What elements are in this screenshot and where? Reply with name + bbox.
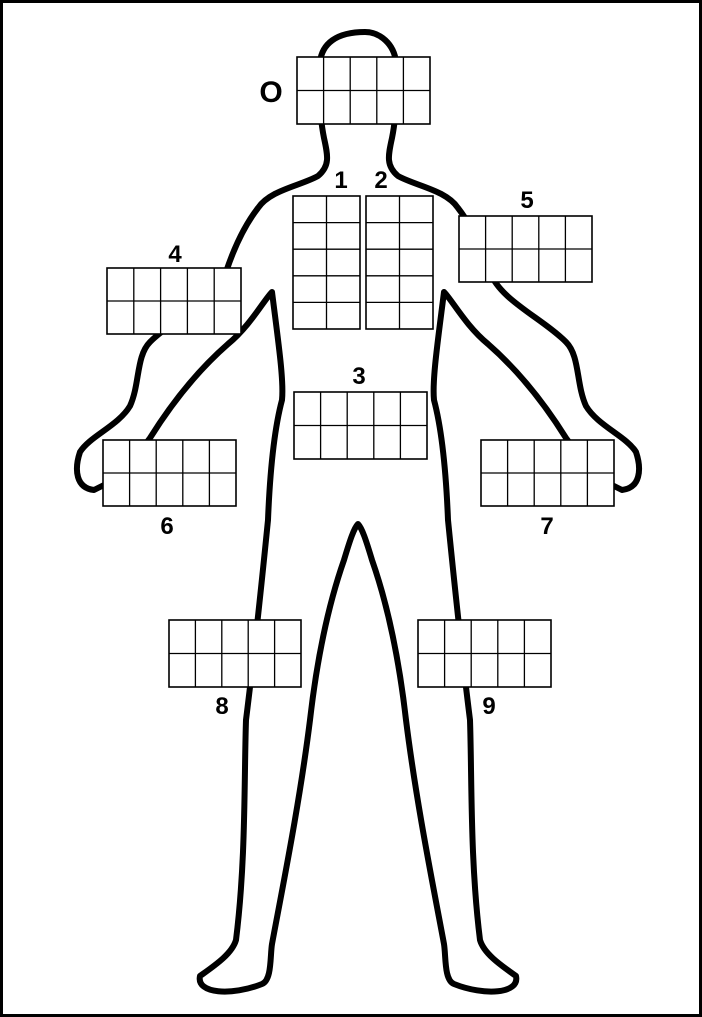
body-outline [77, 32, 639, 992]
grid-7 [481, 440, 614, 506]
grid-5 [459, 216, 592, 282]
region-label-2: 2 [374, 167, 387, 194]
region-label-7: 7 [540, 513, 553, 540]
grid-8 [169, 620, 301, 687]
grid-3 [294, 392, 427, 459]
grid-4 [107, 268, 241, 334]
grid-head [297, 57, 430, 124]
grid-6 [103, 440, 236, 506]
region-label-3: 3 [352, 363, 365, 390]
region-label-6: 6 [160, 513, 173, 540]
region-label-9: 9 [482, 693, 495, 720]
region-label-1: 1 [334, 167, 347, 194]
region-label-4: 4 [168, 241, 182, 268]
grid-9 [418, 620, 551, 687]
grid-1 [293, 196, 360, 329]
head-marker: O [259, 76, 282, 109]
region-label-5: 5 [520, 187, 533, 214]
region-label-8: 8 [215, 693, 228, 720]
grid-2 [366, 196, 433, 329]
